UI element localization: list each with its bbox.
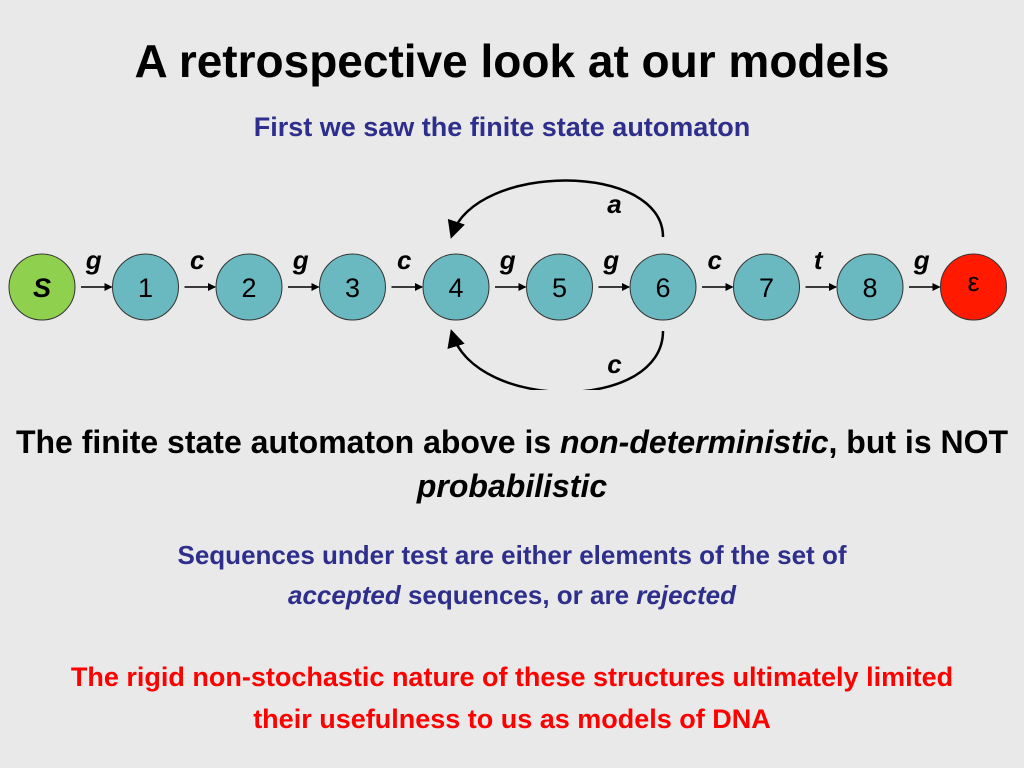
state-label-6: 6 — [655, 273, 670, 303]
state-label-5: 5 — [552, 273, 567, 303]
transition-label-8-E: g — [913, 245, 930, 275]
transition-label-6-7: c — [708, 245, 723, 275]
state-node-5 — [526, 253, 593, 321]
state-label-8: 8 — [862, 273, 877, 303]
finite-state-automaton-diagram: a c g c g c g g c t g S 1 2 3 4 5 6 7 8 ε — [8, 179, 1007, 390]
statement-emphasis-1: non-deterministic — [560, 424, 829, 460]
transition-label-S-1: g — [85, 245, 102, 275]
state-label-S: S — [33, 273, 51, 303]
statement-text-2: , but is NOT — [828, 424, 1009, 460]
transition-label-5-6: g — [602, 245, 619, 275]
state-node-E — [940, 253, 1007, 321]
loop-arrow-top — [447, 179, 665, 239]
state-node-3 — [319, 253, 386, 321]
state-label-4: 4 — [448, 273, 463, 303]
state-label-2: 2 — [241, 273, 256, 303]
transition-label-7-8: t — [814, 245, 824, 275]
loop-label-bottom: c — [607, 349, 622, 379]
sequences-text-2: sequences, or are — [400, 580, 637, 610]
loop-label-top: a — [607, 189, 621, 219]
state-node-6 — [629, 253, 697, 321]
state-node-1 — [112, 253, 179, 321]
page-subtitle: First we saw the finite state automaton — [253, 112, 751, 142]
state-node-7 — [733, 253, 800, 321]
non-deterministic-statement: The finite state automaton above is non-… — [0, 420, 1024, 508]
page-title: A retrospective look at our models — [134, 35, 890, 87]
transition-label-1-2: c — [190, 245, 205, 275]
sequences-emphasis-1: accepted — [287, 580, 401, 610]
sequences-text-1: Sequences under test are either elements… — [177, 540, 847, 570]
transition-label-4-5: g — [499, 245, 516, 275]
state-node-S — [8, 253, 76, 321]
statement-text-1: The finite state automaton above is — [15, 424, 561, 460]
transition-label-2-3: g — [292, 245, 309, 275]
state-label-3: 3 — [345, 273, 360, 303]
state-label-1: 1 — [138, 273, 153, 303]
limitation-statement: The rigid non-stochastic nature of these… — [70, 662, 954, 734]
accepted-rejected-statement: Sequences under test are either elements… — [0, 535, 1024, 615]
state-node-4 — [422, 253, 490, 321]
state-node-8 — [836, 253, 904, 321]
statement-emphasis-2: probabilistic — [416, 468, 608, 504]
state-node-2 — [215, 253, 283, 321]
transition-label-3-4: c — [397, 245, 412, 275]
state-label-7: 7 — [759, 273, 774, 303]
state-label-E: ε — [967, 267, 979, 297]
sequences-emphasis-2: rejected — [636, 580, 737, 610]
loop-arrow-bottom — [447, 329, 665, 390]
